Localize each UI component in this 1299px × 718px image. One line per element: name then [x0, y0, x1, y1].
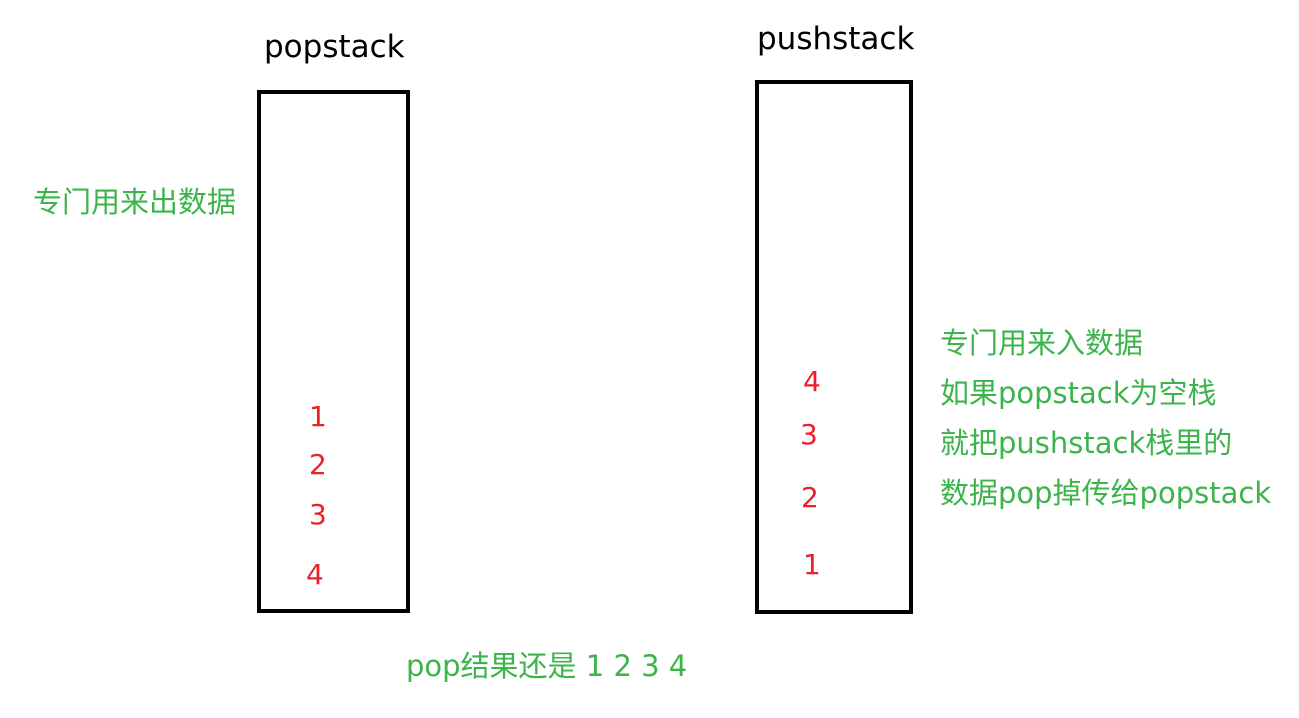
- pushstack-title: pushstack: [757, 21, 915, 57]
- popstack-title: popstack: [264, 29, 405, 65]
- popstack-item-3: 3: [309, 498, 327, 531]
- pushstack-box: [755, 80, 913, 614]
- pushstack-note-line-4: 数据pop掉传给popstack: [940, 476, 1272, 510]
- pushstack-note-line-2: 如果popstack为空栈: [940, 376, 1217, 410]
- popstack-note: 专门用来出数据: [33, 185, 237, 219]
- pushstack-item-2: 3: [800, 418, 818, 451]
- pushstack-item-3: 2: [801, 481, 819, 514]
- popstack-box: [257, 90, 410, 613]
- pushstack-note-line-1: 专门用来入数据: [940, 326, 1144, 360]
- pop-result-text: pop结果还是 1 2 3 4: [406, 649, 688, 683]
- pushstack-note: 专门用来入数据 如果popstack为空栈 就把pushstack栈里的 数据p…: [940, 328, 1271, 528]
- pushstack-item-4: 1: [803, 548, 821, 581]
- popstack-item-4: 4: [306, 558, 324, 591]
- pushstack-note-line-3: 就把pushstack栈里的: [940, 426, 1233, 460]
- pushstack-item-1: 4: [803, 365, 821, 398]
- popstack-item-1: 1: [309, 400, 327, 433]
- popstack-item-2: 2: [309, 448, 327, 481]
